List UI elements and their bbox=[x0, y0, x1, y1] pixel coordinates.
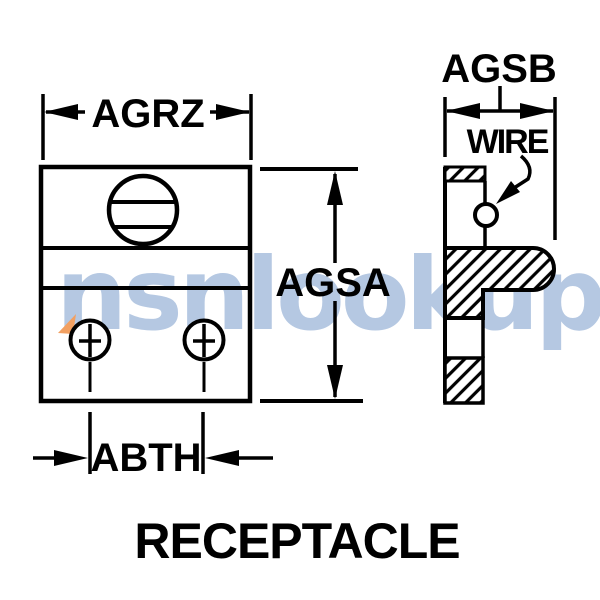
diagram-caption: RECEPTACLE bbox=[134, 513, 459, 569]
terminal-screw-right-icon bbox=[182, 318, 226, 362]
wire-hole-circle bbox=[473, 202, 499, 228]
wire-leader-arrowhead bbox=[496, 181, 520, 204]
side-view bbox=[443, 165, 556, 405]
watermark-accent-wedge bbox=[58, 314, 76, 334]
agrz-arrow-right bbox=[216, 104, 250, 120]
agsb-label: AGSB bbox=[441, 47, 557, 91]
dim-agsa: AGSA bbox=[260, 167, 391, 403]
agsa-arrow-down bbox=[327, 365, 343, 399]
side-top-flange-hatched bbox=[443, 165, 487, 183]
abth-arrow-right bbox=[205, 450, 239, 466]
agsb-arrow-left bbox=[446, 103, 480, 119]
front-view bbox=[38, 164, 253, 404]
wire-callout: WIRE bbox=[467, 123, 551, 204]
abth-arrow-left bbox=[54, 450, 88, 466]
wire-leader-line bbox=[513, 154, 532, 190]
front-body-outline bbox=[38, 164, 253, 404]
agrz-arrow-left bbox=[44, 104, 78, 120]
center-screw-circle bbox=[106, 173, 180, 247]
dim-agsb: AGSB bbox=[441, 47, 557, 240]
terminal-screw-left-icon bbox=[68, 318, 112, 362]
agsa-arrow-up bbox=[327, 171, 343, 205]
abth-label: ABTH bbox=[90, 436, 201, 480]
side-bottom-flange-hatched bbox=[443, 356, 485, 405]
agsa-label: AGSA bbox=[275, 261, 391, 305]
wire-label: WIRE bbox=[467, 123, 549, 161]
agsb-arrow-right bbox=[520, 103, 554, 119]
dim-abth: ABTH bbox=[33, 412, 273, 480]
center-screw-icon bbox=[106, 173, 180, 247]
agrz-label: AGRZ bbox=[91, 92, 204, 136]
dim-agrz: AGRZ bbox=[41, 92, 253, 160]
side-terminal-lug-hatched bbox=[443, 246, 556, 320]
